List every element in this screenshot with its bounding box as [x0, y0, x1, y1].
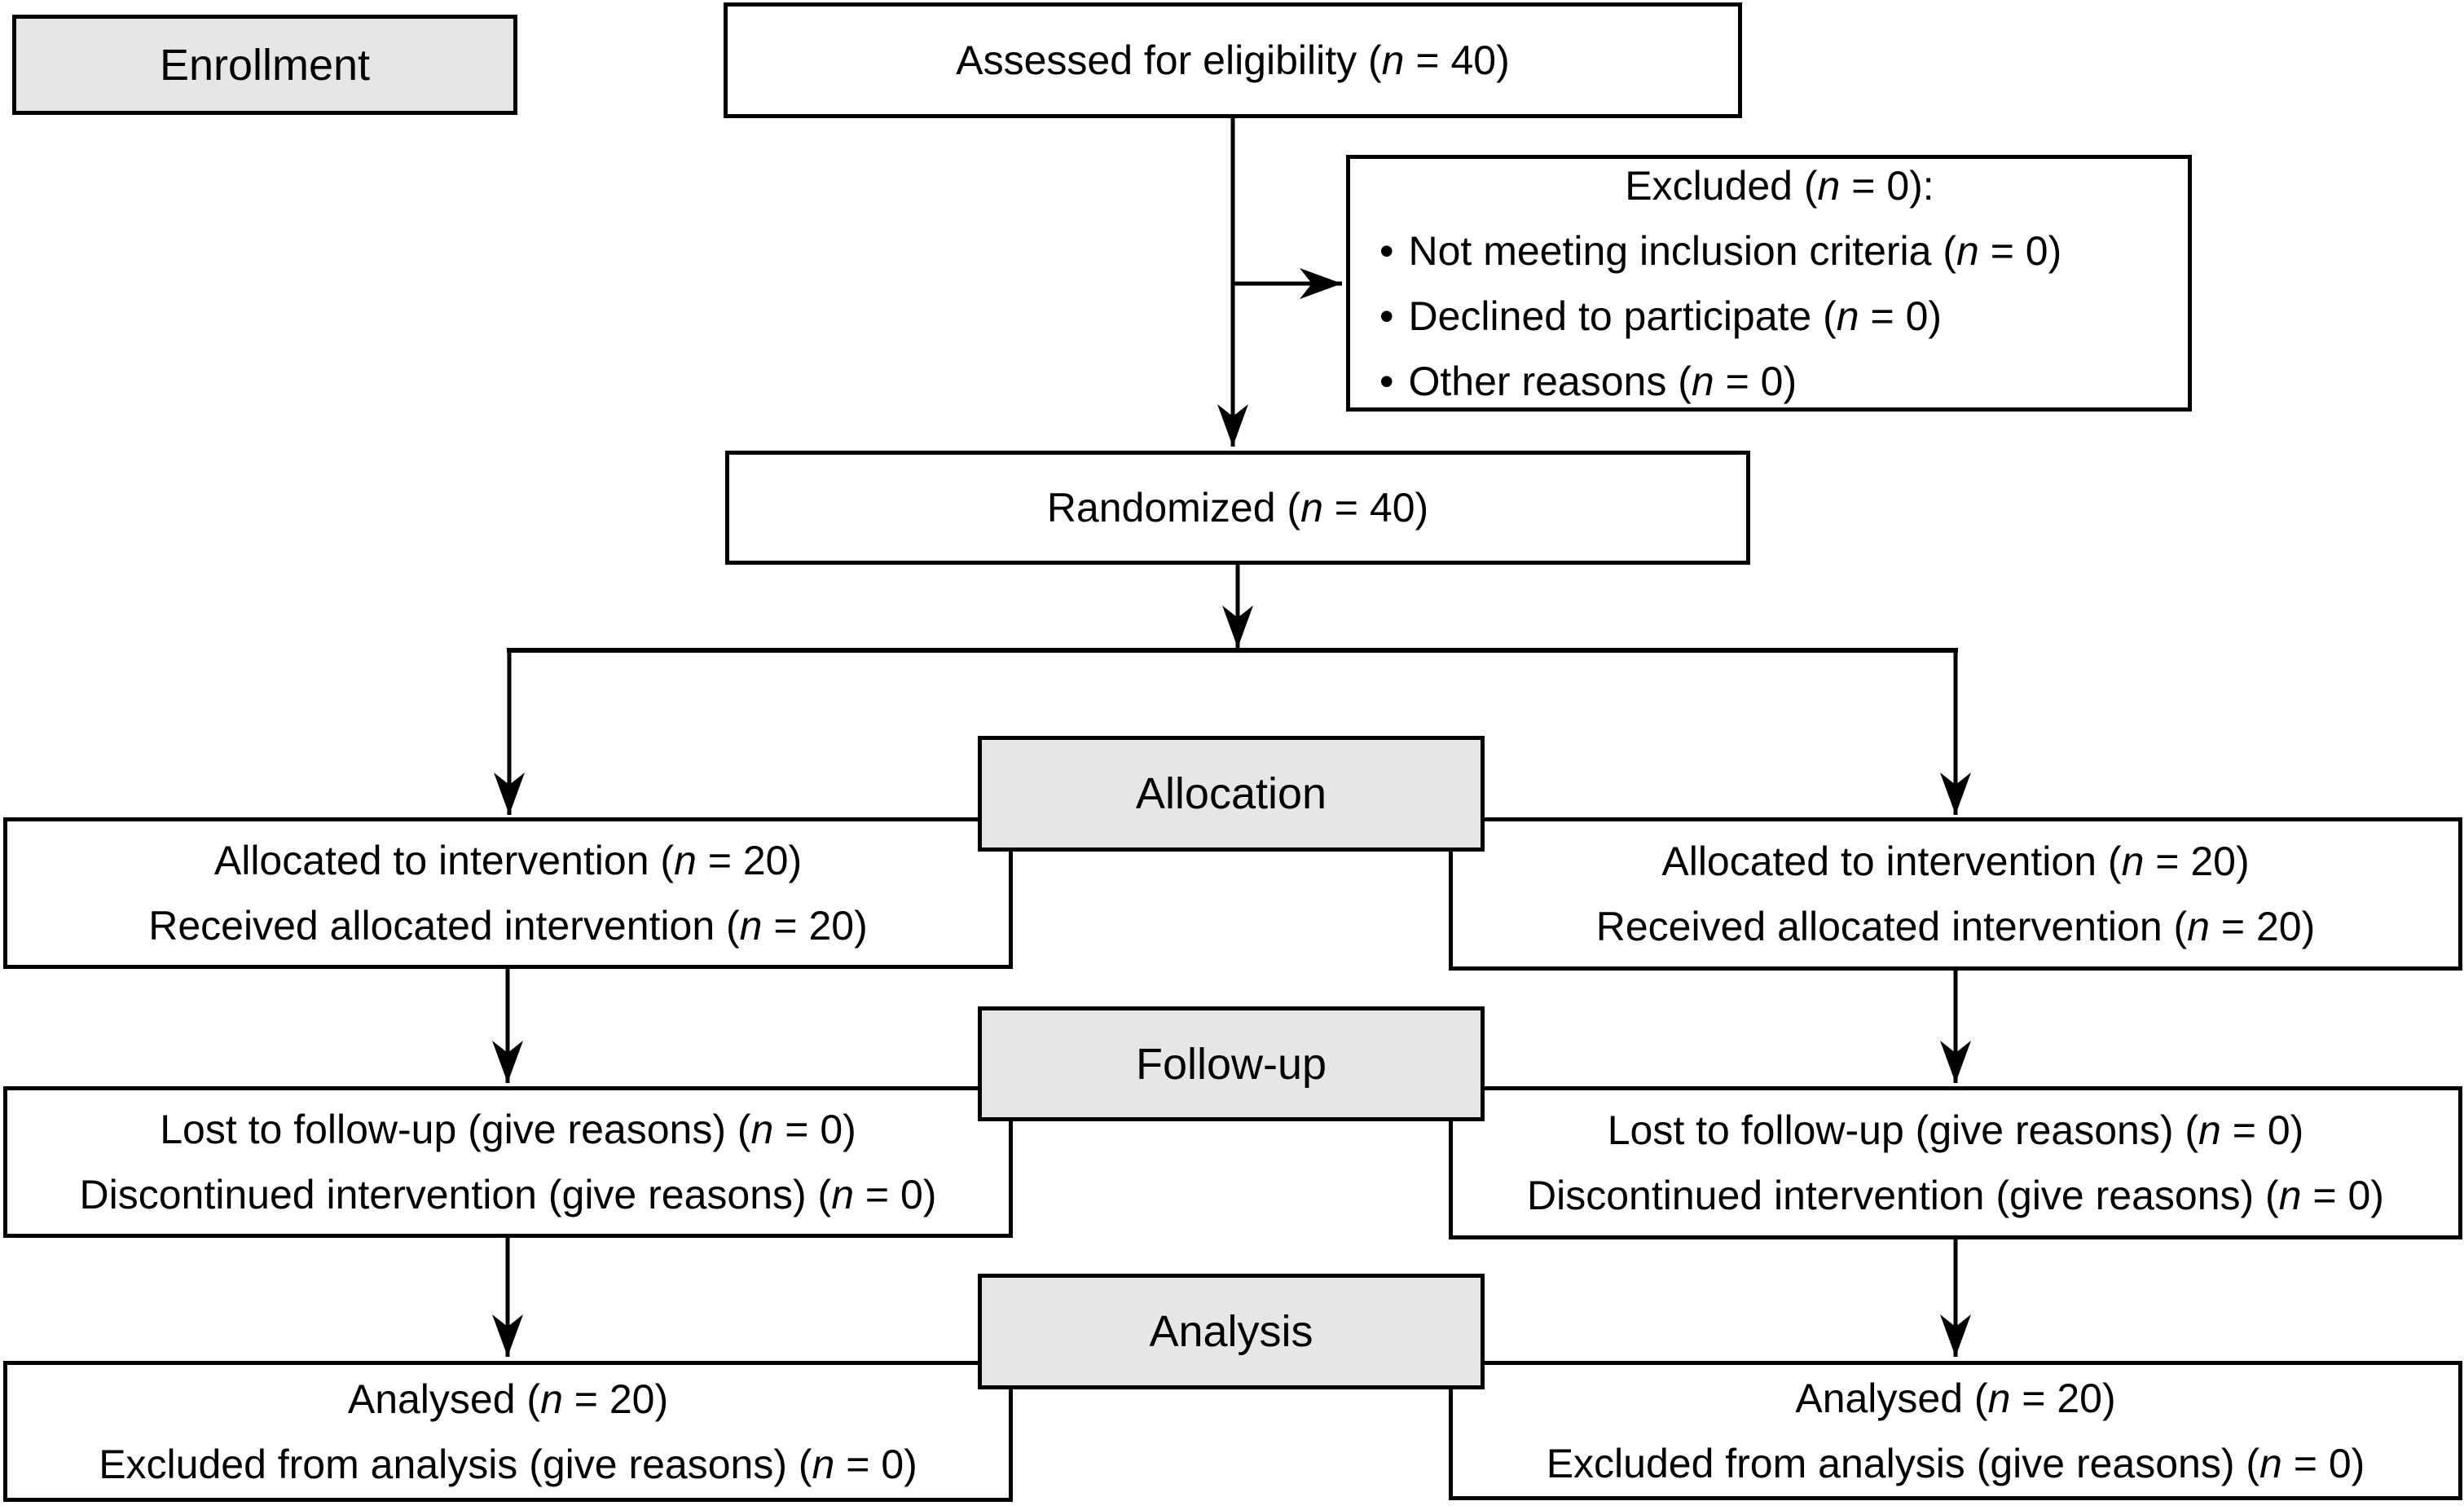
allocation-right-line1: Allocated to intervention (n = 20)	[1661, 839, 2250, 884]
assessed-for-eligibility-text: Assessed for eligibility (n = 40)	[956, 37, 1510, 83]
analysis-stage-label: Analysis	[978, 1274, 1485, 1389]
followup-stage-label: Follow-up	[978, 1006, 1485, 1121]
analysis-right-line2: Excluded from analysis (give reasons) (n…	[1546, 1440, 2365, 1486]
allocation-left-line2: Received allocated intervention (n = 20)	[148, 903, 868, 949]
followup-stage-label-text: Follow-up	[1135, 1039, 1327, 1089]
followup-right-box: Lost to follow-up (give reasons) (n = 0)…	[1449, 1086, 2462, 1239]
analysis-stage-label-text: Analysis	[1149, 1307, 1313, 1356]
followup-right-line1: Lost to follow-up (give reasons) (n = 0)	[1607, 1107, 2304, 1153]
excluded-item-text: Other reasons (n = 0)	[1408, 358, 1797, 404]
excluded-item: • Declined to participate (n = 0)	[1379, 284, 2180, 349]
excluded-item-text: Declined to participate (n = 0)	[1408, 293, 1943, 339]
analysis-left-line2: Excluded from analysis (give reasons) (n…	[99, 1441, 917, 1487]
analysis-left-line1: Analysed (n = 20)	[347, 1376, 669, 1422]
allocation-right-box: Allocated to intervention (n = 20) Recei…	[1449, 817, 2462, 971]
excluded-title: Excluded (n = 0):	[1625, 162, 1934, 209]
analysis-right-box: Analysed (n = 20) Excluded from analysis…	[1449, 1361, 2462, 1500]
excluded-item: • Other reasons (n = 0)	[1379, 349, 2180, 414]
randomized-text: Randomized (n = 40)	[1046, 485, 1429, 530]
followup-right-line2: Discontinued intervention (give reasons)…	[1527, 1173, 2384, 1218]
allocation-left-line1: Allocated to intervention (n = 20)	[213, 838, 803, 883]
followup-left-line2: Discontinued intervention (give reasons)…	[79, 1172, 937, 1217]
excluded-box: Excluded (n = 0): • Not meeting inclusion…	[1346, 155, 2192, 412]
bullet-icon: •	[1379, 293, 1394, 339]
followup-left-box: Lost to follow-up (give reasons) (n = 0)…	[3, 1086, 1013, 1238]
allocation-right-line2: Received allocated intervention (n = 20)	[1595, 904, 2316, 949]
bullet-icon: •	[1379, 358, 1394, 404]
analysis-right-line1: Analysed (n = 20)	[1795, 1375, 2116, 1421]
analysis-left-box: Analysed (n = 20) Excluded from analysis…	[3, 1361, 1013, 1502]
excluded-item: • Not meeting inclusion criteria (n = 0)	[1379, 218, 2180, 284]
excluded-item-text: Not meeting inclusion criteria (n = 0)	[1408, 227, 2062, 274]
enrollment-stage-label-text: Enrollment	[159, 40, 371, 90]
randomized-box: Randomized (n = 40)	[725, 451, 1750, 565]
allocation-stage-label-text: Allocation	[1135, 769, 1327, 818]
assessed-for-eligibility-box: Assessed for eligibility (n = 40)	[724, 2, 1742, 118]
bullet-icon: •	[1379, 227, 1394, 274]
allocation-stage-label: Allocation	[978, 736, 1485, 852]
allocation-left-box: Allocated to intervention (n = 20) Recei…	[3, 817, 1013, 969]
enrollment-stage-label: Enrollment	[12, 15, 517, 115]
followup-left-line1: Lost to follow-up (give reasons) (n = 0)	[160, 1107, 856, 1152]
